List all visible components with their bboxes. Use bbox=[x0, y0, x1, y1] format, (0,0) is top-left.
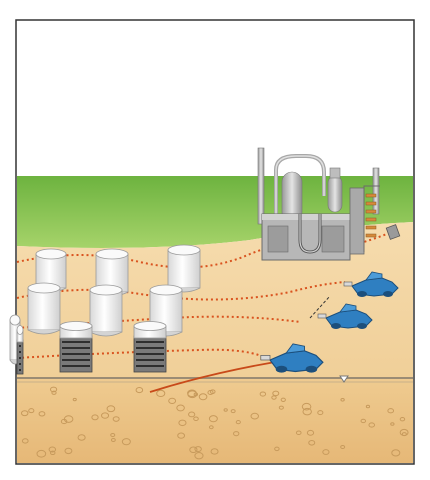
pebble bbox=[391, 449, 401, 457]
pebble bbox=[387, 408, 395, 414]
pebble bbox=[177, 432, 186, 439]
rack-array bbox=[16, 321, 167, 375]
pebble bbox=[317, 410, 324, 416]
cylinder-tank-icon bbox=[167, 244, 201, 293]
pebble bbox=[121, 438, 131, 446]
soil-pebbles bbox=[20, 386, 409, 460]
chimney-right bbox=[372, 167, 380, 215]
pebble bbox=[340, 445, 346, 450]
pebble bbox=[101, 412, 110, 419]
pebble bbox=[112, 416, 120, 422]
pebble bbox=[193, 416, 199, 422]
pebble bbox=[168, 397, 177, 405]
battery-rack-icon bbox=[133, 321, 167, 373]
processing-plant bbox=[257, 147, 401, 261]
pebble bbox=[106, 405, 116, 413]
stair-steps bbox=[365, 193, 377, 238]
pebble bbox=[271, 395, 277, 400]
pebble bbox=[272, 390, 280, 397]
pebble bbox=[223, 408, 228, 412]
pebble bbox=[208, 415, 218, 423]
pebble bbox=[302, 407, 312, 416]
pebble bbox=[38, 411, 46, 417]
plant-panel-right bbox=[321, 225, 345, 253]
pebble bbox=[36, 449, 47, 458]
pebble bbox=[28, 408, 35, 414]
pebble bbox=[399, 416, 406, 422]
pebble bbox=[235, 420, 241, 425]
plant-tower bbox=[349, 187, 365, 255]
cylinder-tank-icon bbox=[27, 282, 61, 335]
ground-marker bbox=[339, 375, 349, 383]
pebble bbox=[110, 432, 116, 438]
pebble bbox=[187, 389, 197, 398]
pebble bbox=[60, 418, 68, 425]
pebble bbox=[110, 438, 116, 443]
pebble bbox=[64, 447, 73, 455]
pebble bbox=[208, 425, 214, 430]
pebble bbox=[250, 412, 259, 420]
pebble bbox=[51, 390, 57, 395]
pebble bbox=[233, 431, 240, 437]
pebble bbox=[210, 448, 219, 455]
pebble bbox=[48, 446, 57, 453]
pebble bbox=[20, 410, 29, 417]
pebble bbox=[259, 391, 267, 397]
plant-panel-left bbox=[267, 225, 289, 253]
robot-mower-icon bbox=[317, 303, 373, 329]
robot-mower-icon bbox=[343, 271, 399, 297]
terminal-box bbox=[385, 224, 401, 240]
pebble bbox=[365, 404, 371, 409]
pebble bbox=[188, 411, 196, 418]
pebble bbox=[91, 414, 99, 421]
pebble bbox=[77, 434, 86, 441]
pebble bbox=[156, 389, 166, 398]
robot-mower-icon bbox=[260, 343, 324, 373]
pebble bbox=[176, 404, 185, 412]
tank-array bbox=[9, 244, 201, 365]
pebble bbox=[295, 430, 302, 436]
pebble bbox=[207, 390, 214, 395]
pebble bbox=[135, 387, 144, 394]
pebble bbox=[401, 432, 407, 437]
pebble bbox=[21, 438, 29, 444]
pebble bbox=[189, 446, 198, 454]
pebble bbox=[72, 397, 77, 402]
pebble bbox=[360, 418, 367, 424]
pebble bbox=[178, 419, 187, 427]
pebble bbox=[230, 409, 236, 414]
pebble bbox=[278, 405, 284, 410]
pebble bbox=[368, 422, 376, 428]
pebble bbox=[49, 450, 56, 456]
chimney-left bbox=[257, 147, 265, 225]
pebble bbox=[198, 393, 208, 401]
vessel-right bbox=[327, 175, 343, 213]
pebble bbox=[49, 386, 58, 393]
pebble bbox=[280, 397, 286, 402]
pebble bbox=[308, 439, 316, 446]
mower-fleet bbox=[260, 271, 399, 373]
pebble bbox=[322, 449, 330, 455]
pebble bbox=[301, 402, 312, 411]
pebble bbox=[306, 429, 315, 436]
pebble bbox=[194, 452, 204, 460]
vessel-cap bbox=[329, 167, 341, 179]
stairs-icon bbox=[363, 185, 380, 252]
pebble bbox=[340, 398, 345, 402]
pebble bbox=[274, 446, 280, 452]
pebble bbox=[194, 446, 202, 453]
battery-rack-icon bbox=[59, 321, 93, 373]
battery-rack-icon bbox=[16, 325, 24, 375]
pebble bbox=[390, 422, 395, 426]
cylinder-tank-icon bbox=[89, 284, 123, 337]
